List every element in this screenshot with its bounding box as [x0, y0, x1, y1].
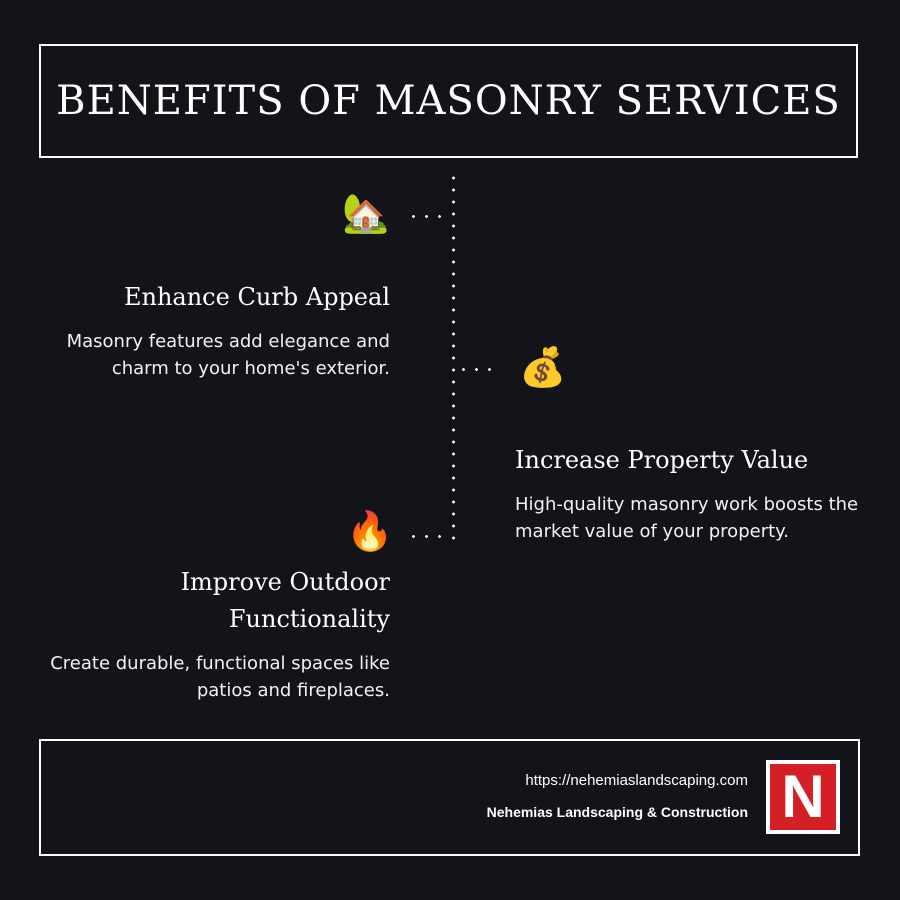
- benefit-property-value: Increase Property Value High-quality mas…: [515, 442, 885, 545]
- title-frame: BENEFITS OF MASONRY SERVICES: [39, 44, 858, 158]
- benefit-description: Masonry features add elegance and charm …: [66, 331, 390, 379]
- benefit-title: Increase Property Value: [515, 446, 809, 474]
- timeline-vertical-dots: [452, 172, 455, 540]
- benefit-description: Create durable, functional spaces like p…: [50, 653, 390, 701]
- money-bag-icon: 💰: [519, 345, 567, 389]
- logo-letter: N: [781, 764, 825, 830]
- timeline-connector-3: [407, 535, 449, 538]
- benefit-title: Enhance Curb Appeal: [123, 283, 390, 311]
- footer-text: https://nehemiaslandscaping.com Nehemias…: [487, 771, 748, 821]
- website-link[interactable]: https://nehemiaslandscaping.com: [525, 772, 748, 789]
- benefit-title: Improve Outdoor Functionality: [180, 568, 390, 633]
- company-logo: N: [766, 760, 840, 834]
- fire-icon: 🔥: [346, 509, 394, 553]
- timeline-connector-2: [457, 368, 501, 371]
- benefit-outdoor-functionality: Improve Outdoor Functionality Create dur…: [10, 564, 390, 704]
- benefit-description: High-quality masonry work boosts the mar…: [515, 494, 859, 542]
- footer: https://nehemiaslandscaping.com Nehemias…: [39, 739, 860, 856]
- page-title: BENEFITS OF MASONRY SERVICES: [56, 78, 841, 124]
- benefit-curb-appeal: Enhance Curb Appeal Masonry features add…: [10, 279, 390, 382]
- logo-red-square: N: [770, 764, 836, 830]
- timeline-connector-1: [407, 215, 449, 218]
- company-name: Nehemias Landscaping & Construction: [486, 804, 748, 820]
- house-with-garden-icon: 🏡: [342, 191, 390, 235]
